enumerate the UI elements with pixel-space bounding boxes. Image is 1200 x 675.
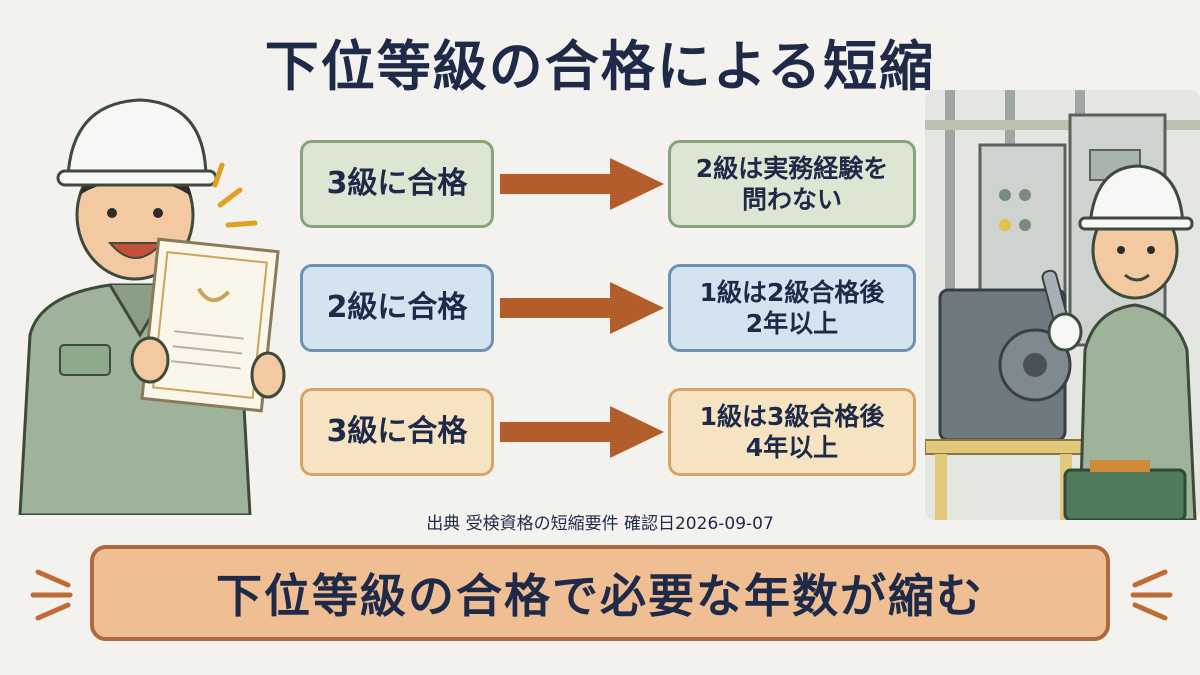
source-box-3kyu-b: 3級に合格: [300, 388, 494, 476]
source-note: 出典 受検資格の短縮要件 確認日2026-09-07: [426, 514, 774, 534]
result-line-1: 1級は3級合格後: [699, 401, 885, 431]
burst-lines-left-icon: [30, 569, 73, 621]
arrow-right-icon: [500, 406, 664, 458]
arrow-right-icon: [500, 282, 664, 334]
burst-lines-right-icon: [1130, 569, 1173, 621]
result-box-1kyu-from-3kyu: 1級は3級合格後 4年以上: [668, 388, 916, 476]
worker-with-wrench-icon: [925, 90, 1200, 520]
page-title: 下位等級の合格による短縮: [264, 35, 936, 98]
arrow-right-icon: [500, 158, 664, 210]
result-box-2kyu: 2級は実務経験を 問わない: [668, 140, 916, 228]
result-line-2: 4年以上: [745, 433, 839, 462]
result-box-1kyu-from-2kyu: 1級は2級合格後 2年以上: [668, 264, 916, 352]
worker-with-certificate-icon: [18, 98, 286, 515]
source-box-3kyu-a: 3級に合格: [300, 140, 494, 228]
summary-banner: 下位等級の合格で必要な年数が縮む: [90, 545, 1110, 641]
result-line-1: 2級は実務経験を: [695, 153, 889, 183]
result-line-2: 2年以上: [745, 309, 839, 338]
result-line-2: 問わない: [741, 185, 842, 214]
result-line-1: 1級は2級合格後: [699, 277, 885, 307]
source-box-2kyu: 2級に合格: [300, 264, 494, 352]
